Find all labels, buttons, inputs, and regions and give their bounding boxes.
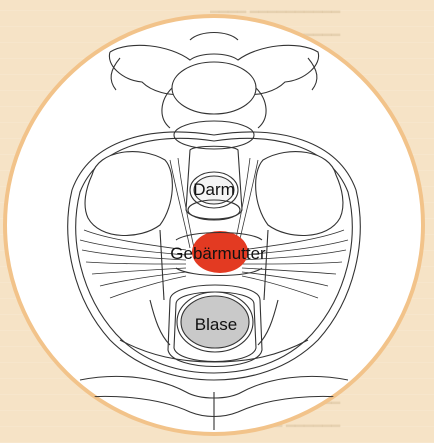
label-gebaermutter: Gebärmutter (170, 244, 266, 263)
left-foramen (85, 152, 172, 236)
label-blase: Blase (195, 315, 238, 334)
label-darm: Darm (193, 180, 235, 199)
right-foramen (256, 152, 343, 236)
